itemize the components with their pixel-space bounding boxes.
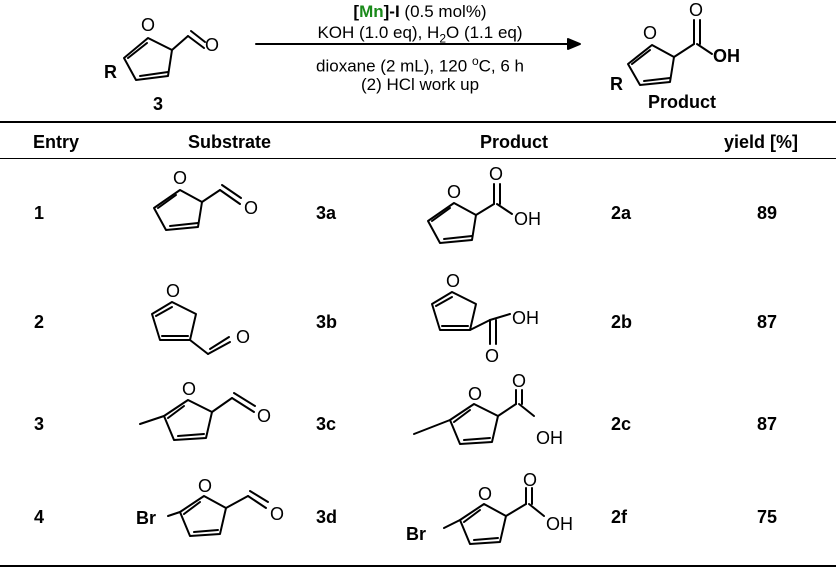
svg-text:O: O: [446, 271, 460, 291]
conditions-solvent: dioxane (2 mL), 120 oC, 6 h: [316, 54, 524, 76]
svg-text:O: O: [478, 484, 492, 504]
reactant-r-group: R: [104, 62, 117, 82]
svg-text:O: O: [244, 198, 258, 218]
svg-text:O: O: [523, 470, 537, 490]
product-r-group: R: [610, 74, 623, 94]
svg-text:O: O: [447, 182, 461, 202]
row3-yield: 87: [757, 414, 778, 434]
row4-product-br: Br: [406, 524, 426, 544]
row4-product-id: 2f: [611, 507, 628, 527]
svg-text:OH: OH: [512, 308, 539, 328]
header-substrate: Substrate: [188, 132, 272, 152]
table-header-rule: [0, 158, 836, 159]
svg-text:O: O: [166, 281, 180, 301]
header-entry: Entry: [33, 132, 80, 152]
reactant-carbonyl-o: O: [205, 35, 219, 55]
row4-product-structure: O O OH Br: [406, 470, 573, 545]
svg-text:OH: OH: [514, 209, 541, 229]
reactant-structure: O O R 3: [104, 15, 219, 114]
row3-entry: 3: [34, 414, 45, 434]
row2-substrate-structure: O O: [151, 281, 250, 355]
catalyst-mn: Mn: [359, 2, 384, 21]
header-yield: yield [%]: [724, 132, 799, 152]
row2-substrate-id: 3b: [316, 312, 338, 332]
table-bottom-rule: [0, 565, 836, 567]
svg-text:O: O: [257, 406, 271, 426]
svg-text:O: O: [198, 476, 212, 496]
reactant-number: 3: [153, 94, 163, 114]
row4-substrate-id: 3d: [316, 507, 338, 527]
svg-text:OH: OH: [536, 428, 563, 448]
row2-entry: 2: [34, 312, 45, 332]
svg-text:O: O: [468, 384, 482, 404]
svg-text:O: O: [173, 168, 187, 188]
row1-substrate-id: 3a: [316, 203, 337, 223]
row4-substrate-structure: O O Br: [136, 476, 284, 537]
row1-product-id: 2a: [611, 203, 632, 223]
svg-text:O: O: [236, 327, 250, 347]
reaction-arrow-head: [567, 38, 581, 50]
svg-text:O: O: [270, 504, 284, 524]
catalyst-loading: (0.5 mol%): [404, 2, 487, 21]
svg-text:O: O: [485, 346, 499, 366]
svg-text:O: O: [512, 371, 526, 391]
product-ring-o: O: [643, 23, 657, 43]
row3-substrate-structure: O O: [139, 379, 271, 441]
row1-yield: 89: [757, 203, 778, 223]
catalyst-suffix: -I: [389, 2, 400, 21]
row2-product-structure: O OH O: [431, 271, 539, 366]
row3-substrate-id: 3c: [316, 414, 337, 434]
row3-product-structure: O O OH: [413, 371, 563, 448]
row3-product-id: 2c: [611, 414, 632, 434]
product-structure: O O OH R: [610, 0, 740, 94]
product-label: Product: [648, 92, 717, 112]
row1-product-structure: O O OH: [427, 164, 541, 244]
row1-entry: 1: [34, 203, 45, 223]
conditions-base: KOH (1.0 eq), H2O (1.1 eq): [317, 23, 523, 46]
svg-text:O: O: [182, 379, 196, 399]
conditions-catalyst: [Mn]-I (0.5 mol%): [353, 2, 487, 21]
header-product: Product: [480, 132, 549, 152]
svg-text:O: O: [489, 164, 503, 184]
row2-product-id: 2b: [611, 312, 633, 332]
reactant-ring-o: O: [141, 15, 155, 35]
row4-entry: 4: [34, 507, 45, 527]
product-oh: OH: [713, 46, 740, 66]
conditions-workup: (2) HCl work up: [360, 75, 480, 94]
row2-yield: 87: [757, 312, 778, 332]
product-carbonyl-o: O: [689, 0, 703, 20]
row1-substrate-structure: O O: [153, 168, 258, 231]
table-top-rule: [0, 121, 836, 123]
svg-text:OH: OH: [546, 514, 573, 534]
row4-substrate-br: Br: [136, 508, 156, 528]
row4-yield: 75: [757, 507, 778, 527]
